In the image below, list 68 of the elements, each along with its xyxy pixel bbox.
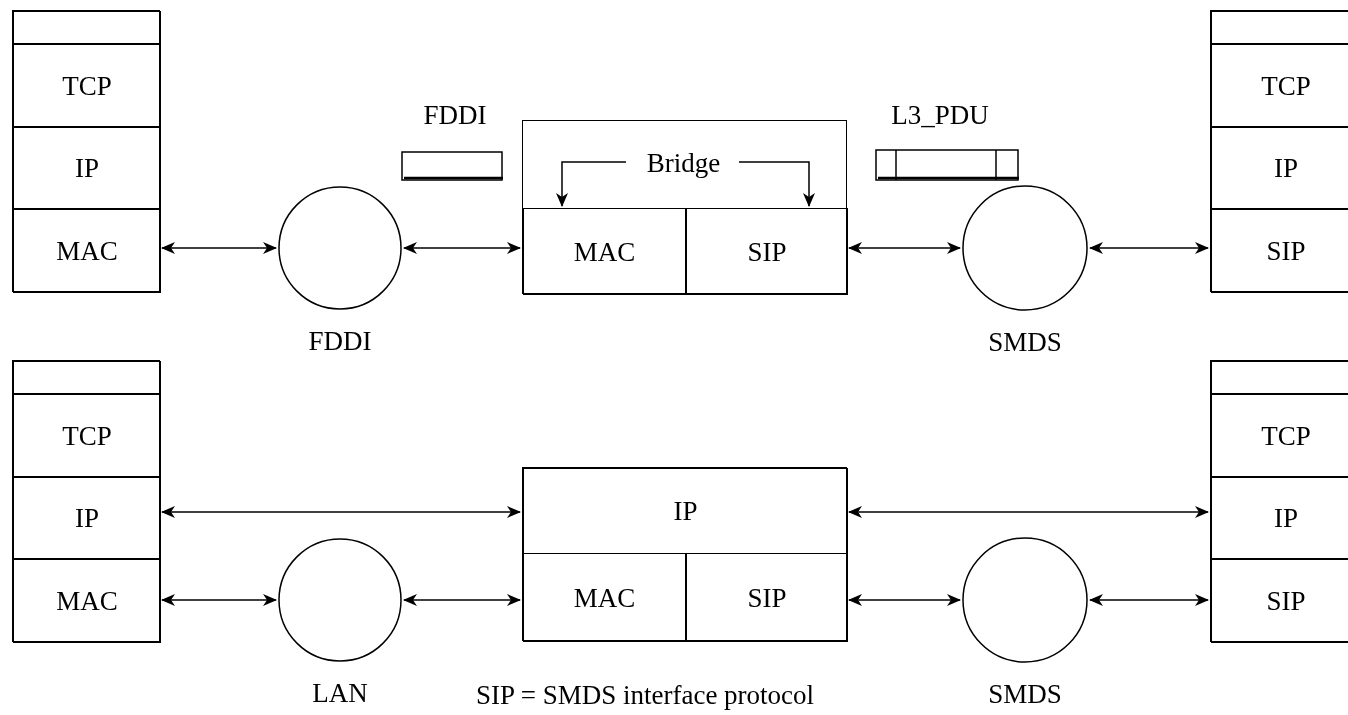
arrow: [403, 242, 521, 254]
network-circle: [278, 186, 402, 310]
layer-label: IP: [75, 502, 99, 534]
layer-label: SIP: [1266, 585, 1306, 617]
arrow: [403, 594, 521, 606]
layer-label: TCP: [1261, 420, 1311, 451]
empty-layer-cell: [1211, 11, 1348, 44]
arrow: [1089, 242, 1209, 254]
protocol-stack: [12, 360, 160, 642]
network-circle: [278, 538, 402, 662]
device-label: Bridge: [646, 147, 721, 179]
layer-cell: [523, 553, 686, 642]
layer-cell: [686, 553, 848, 642]
protocol-stack: [1210, 10, 1348, 292]
layer-label: SIP: [1266, 235, 1306, 267]
layer-label: IP: [673, 495, 698, 527]
layer-cell: [523, 208, 686, 295]
empty-layer-cell: [13, 361, 161, 394]
layer-cell: [13, 44, 161, 127]
layer-cell: [13, 127, 161, 209]
layer-cell: [1211, 44, 1348, 127]
empty-layer-cell: [13, 11, 161, 44]
frame-label: FDDI: [423, 100, 487, 131]
layer-cell: [523, 468, 848, 554]
layer-cell: [13, 477, 161, 559]
frame-label: L3_PDU: [891, 100, 989, 131]
layer-cell: [1211, 394, 1348, 477]
arrow: [161, 506, 521, 518]
layer-label: TCP: [1261, 70, 1311, 101]
arrow: [161, 242, 277, 254]
device-box: [522, 120, 847, 294]
protocol-stack: [1210, 360, 1348, 642]
layer-label: SIP: [747, 236, 787, 267]
empty-layer-cell: [1211, 361, 1348, 394]
layer-label: IP: [75, 152, 99, 184]
layer-cell: [13, 209, 161, 293]
network-label: SMDS: [988, 679, 1062, 710]
layer-label: MAC: [56, 235, 118, 267]
layer-label: IP: [1274, 502, 1298, 534]
note-text: SIP = SMDS interface protocol: [475, 680, 815, 711]
layer-label: IP: [1274, 152, 1298, 184]
arrow: [556, 161, 627, 207]
layer-cell: [13, 394, 161, 477]
layer-cell: [1211, 209, 1348, 293]
network-circle: [962, 185, 1088, 311]
layer-label: SIP: [747, 582, 787, 613]
arrow: [848, 594, 961, 606]
protocol-stack: [12, 10, 160, 292]
network-label: FDDI: [308, 326, 372, 357]
layer-label: MAC: [56, 585, 118, 617]
layer-label: MAC: [573, 236, 636, 267]
layer-cell: [1211, 127, 1348, 209]
layer-label: TCP: [62, 70, 112, 101]
arrow: [738, 161, 815, 207]
arrow: [161, 594, 277, 606]
network-circle: [962, 537, 1088, 663]
layer-cell: [1211, 559, 1348, 643]
arrow: [848, 506, 1209, 518]
network-label: LAN: [312, 678, 368, 709]
layer-cell: [13, 559, 161, 643]
arrow: [1089, 594, 1209, 606]
layer-cell: [1211, 477, 1348, 559]
network-label: SMDS: [988, 327, 1062, 358]
layer-label: MAC: [573, 582, 636, 613]
device-box: [522, 467, 847, 641]
layer-label: TCP: [62, 420, 112, 451]
arrow: [848, 242, 961, 254]
layer-cell: [686, 208, 848, 295]
